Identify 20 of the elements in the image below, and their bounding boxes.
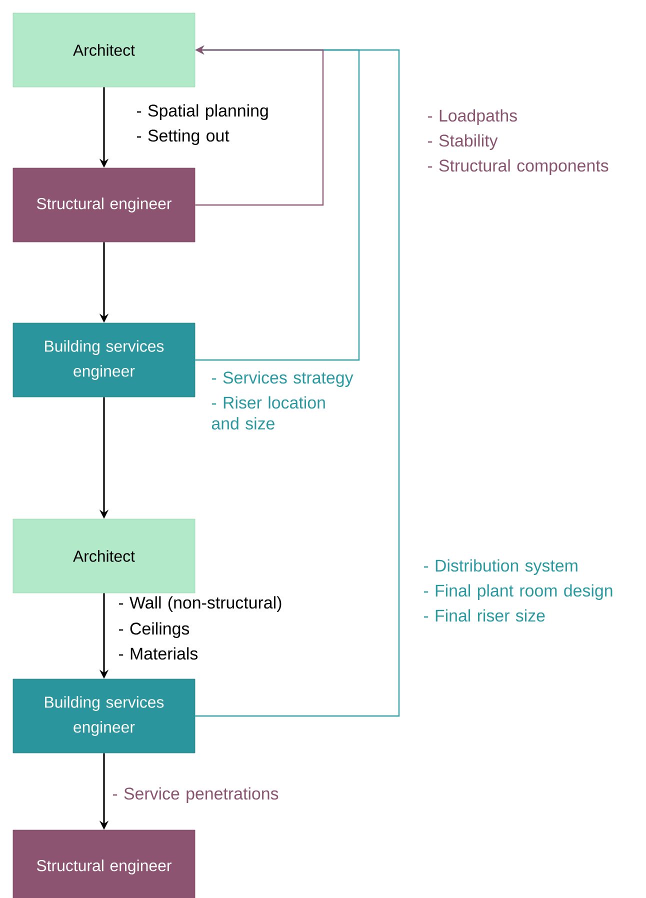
list-item: - Ceilings <box>118 622 190 638</box>
process-box: Architect <box>12 12 196 88</box>
process-box: Architect <box>12 518 196 594</box>
list-item: - Riser location and size <box>212 396 325 430</box>
process-box: Structural engineer <box>12 168 196 242</box>
list-item: - Final plant room design <box>424 584 612 600</box>
process-box: Building services engineer <box>12 322 196 398</box>
list-item: - Final riser size <box>424 609 545 622</box>
process-box: Structural engineer <box>12 830 196 898</box>
list-item: - Services strategy <box>212 371 354 387</box>
list-item: - Spatial planning <box>136 104 268 120</box>
list-item: - Wall (non-structural) <box>118 596 282 612</box>
list-item: - Materials <box>118 647 198 660</box>
process-box: Building services engineer <box>12 678 196 754</box>
list-item: - Loadpaths <box>428 109 517 125</box>
list-item: - Distribution system <box>424 559 578 575</box>
list-item: - Setting out <box>136 129 230 145</box>
list-item: - Service penetrations <box>112 787 278 803</box>
list-item: - Stability <box>428 134 498 150</box>
list-item: - Structural components <box>428 159 608 175</box>
